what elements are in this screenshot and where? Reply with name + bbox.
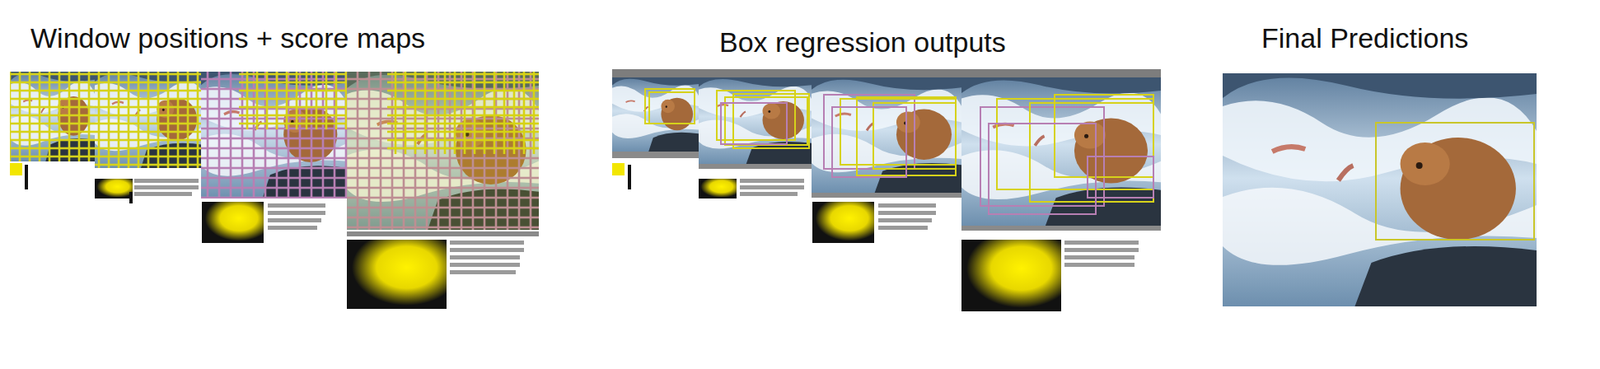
final-panel [1222,73,1537,307]
panel-heading: Final Predictions [1261,23,1469,54]
regression-panel [612,69,1161,312]
window-panel [9,71,539,309]
panel-heading: Window positions + score maps [30,23,426,54]
panel-heading: Box regression outputs [719,27,1006,58]
